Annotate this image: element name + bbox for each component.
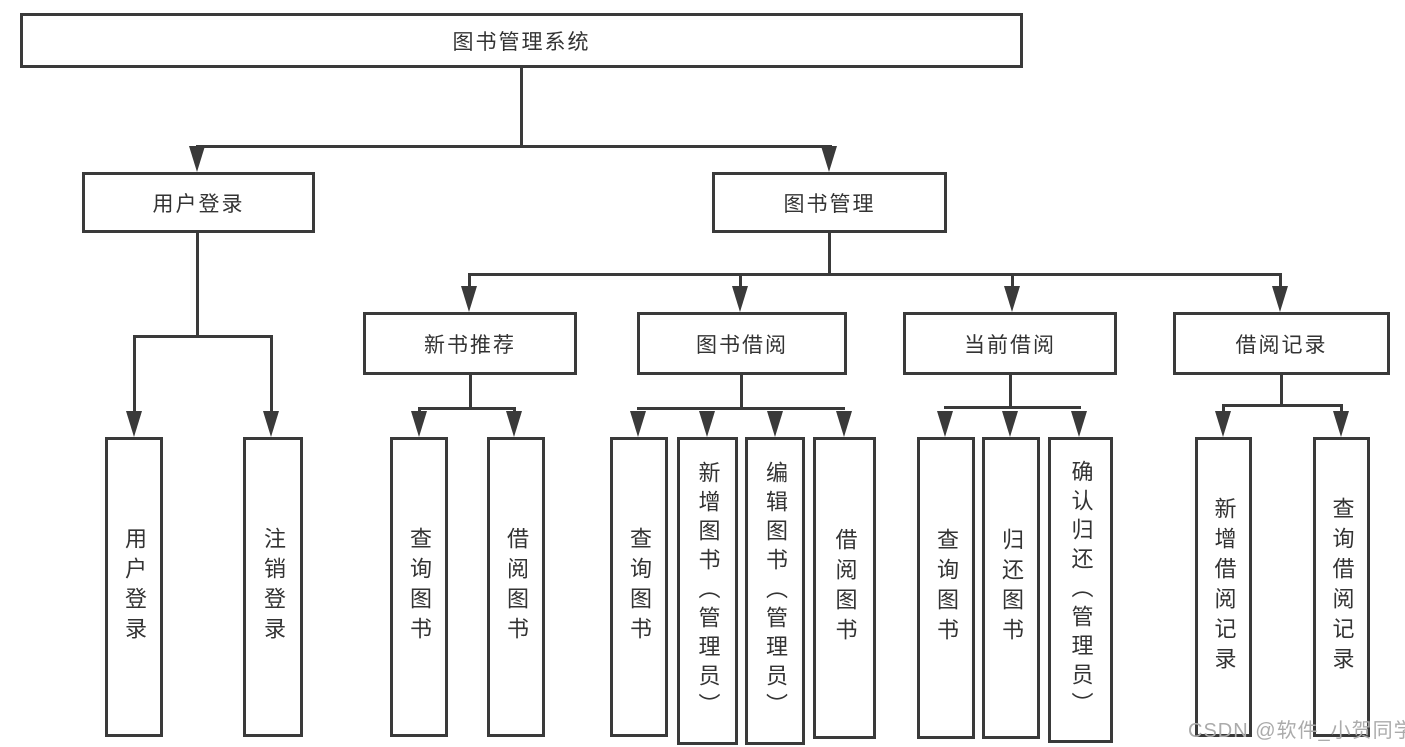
- leaf-add-books-admin: 新增图书（管理员）: [677, 437, 738, 745]
- connector-line: [1280, 375, 1283, 404]
- leaf-logout-label: 注销登录: [261, 527, 286, 647]
- leaf-borrow-books-recommend-label: 借阅图书: [504, 527, 529, 647]
- node-book-management-label: 图书管理: [783, 192, 876, 216]
- leaf-user-login-label: 用户登录: [122, 527, 147, 647]
- arrow-down-icon: [263, 411, 279, 437]
- leaf-query-borrow-record: 查询借阅记录: [1313, 437, 1370, 737]
- node-book-management: 图书管理: [712, 172, 947, 233]
- node-root-label: 图书管理系统: [452, 30, 591, 54]
- arrow-down-icon: [1002, 411, 1018, 437]
- leaf-borrow-books-recommend: 借阅图书: [487, 437, 545, 737]
- connector-line: [1340, 404, 1343, 412]
- arrow-down-icon: [411, 411, 427, 437]
- connector-line: [468, 273, 1282, 276]
- node-borrowing-records-label: 借阅记录: [1235, 333, 1328, 357]
- node-book-borrowing: 图书借阅: [637, 312, 847, 375]
- connector-line: [196, 145, 832, 148]
- connector-line: [469, 375, 472, 407]
- connector-line: [196, 233, 199, 335]
- connector-line: [739, 273, 742, 286]
- arrow-down-icon: [732, 286, 748, 312]
- arrow-down-icon: [1333, 411, 1349, 437]
- leaf-query-borrow-record-label: 查询借阅记录: [1329, 497, 1355, 677]
- node-new-book-recommend-label: 新书推荐: [424, 333, 516, 357]
- leaf-borrow-books-label: 借阅图书: [832, 528, 858, 648]
- connector-line: [1279, 273, 1282, 286]
- connector-line: [828, 233, 831, 273]
- leaf-query-books-borrowing: 查询图书: [610, 437, 668, 737]
- leaf-query-books-recommend-label: 查询图书: [407, 527, 432, 647]
- arrow-down-icon: [1071, 411, 1087, 437]
- leaf-logout: 注销登录: [243, 437, 303, 737]
- leaf-borrow-books: 借阅图书: [813, 437, 876, 739]
- arrow-down-icon: [630, 411, 646, 437]
- connector-line: [513, 407, 516, 413]
- node-new-book-recommend: 新书推荐: [363, 312, 577, 375]
- leaf-edit-books-admin-label: 编辑图书（管理员）: [763, 460, 788, 722]
- leaf-return-books: 归还图书: [982, 437, 1040, 739]
- connector-line: [468, 273, 471, 286]
- arrow-down-icon: [1004, 286, 1020, 312]
- leaf-add-books-admin-label: 新增图书（管理员）: [695, 460, 721, 722]
- leaf-confirm-return-admin-label: 确认归还（管理员）: [1068, 459, 1094, 721]
- connector-line: [1009, 375, 1012, 406]
- connector-line: [133, 335, 136, 411]
- connector-line: [1222, 404, 1343, 407]
- leaf-return-books-label: 归还图书: [999, 528, 1024, 648]
- arrow-down-icon: [821, 146, 837, 172]
- node-book-borrowing-label: 图书借阅: [696, 333, 788, 357]
- arrow-down-icon: [1272, 286, 1288, 312]
- leaf-user-login: 用户登录: [105, 437, 163, 737]
- leaf-query-books-recommend: 查询图书: [390, 437, 448, 737]
- connector-line: [740, 375, 743, 407]
- connector-line: [418, 407, 421, 413]
- leaf-add-borrow-record: 新增借阅记录: [1195, 437, 1252, 737]
- node-root-library-system: 图书管理系统: [20, 13, 1023, 68]
- connector-line: [944, 406, 1081, 409]
- node-user-login-label: 用户登录: [152, 192, 245, 216]
- node-user-login: 用户登录: [82, 172, 315, 233]
- connector-line: [270, 335, 273, 411]
- leaf-edit-books-admin: 编辑图书（管理员）: [745, 437, 805, 745]
- connector-line: [1011, 273, 1014, 286]
- connector-line: [133, 335, 273, 338]
- connector-line: [520, 68, 523, 145]
- node-current-borrowing-label: 当前借阅: [964, 333, 1056, 357]
- leaf-query-books-current: 查询图书: [917, 437, 975, 739]
- arrow-down-icon: [1215, 411, 1231, 437]
- connector-line: [637, 407, 845, 410]
- arrow-down-icon: [767, 411, 783, 437]
- leaf-query-books-current-label: 查询图书: [934, 528, 959, 648]
- arrow-down-icon: [461, 286, 477, 312]
- arrow-down-icon: [699, 411, 715, 437]
- leaf-query-books-borrowing-label: 查询图书: [627, 527, 652, 647]
- csdn-watermark: CSDN @软件_小贺同学: [1188, 720, 1405, 742]
- connector-line: [418, 407, 516, 410]
- node-borrowing-records: 借阅记录: [1173, 312, 1390, 375]
- leaf-confirm-return-admin: 确认归还（管理员）: [1048, 437, 1113, 743]
- node-current-borrowing: 当前借阅: [903, 312, 1117, 375]
- connector-line: [1222, 404, 1225, 412]
- arrow-down-icon: [836, 411, 852, 437]
- arrow-down-icon: [937, 411, 953, 437]
- arrow-down-icon: [126, 411, 142, 437]
- arrow-down-icon: [506, 411, 522, 437]
- leaf-add-borrow-record-label: 新增借阅记录: [1211, 497, 1237, 677]
- arrow-down-icon: [189, 146, 205, 172]
